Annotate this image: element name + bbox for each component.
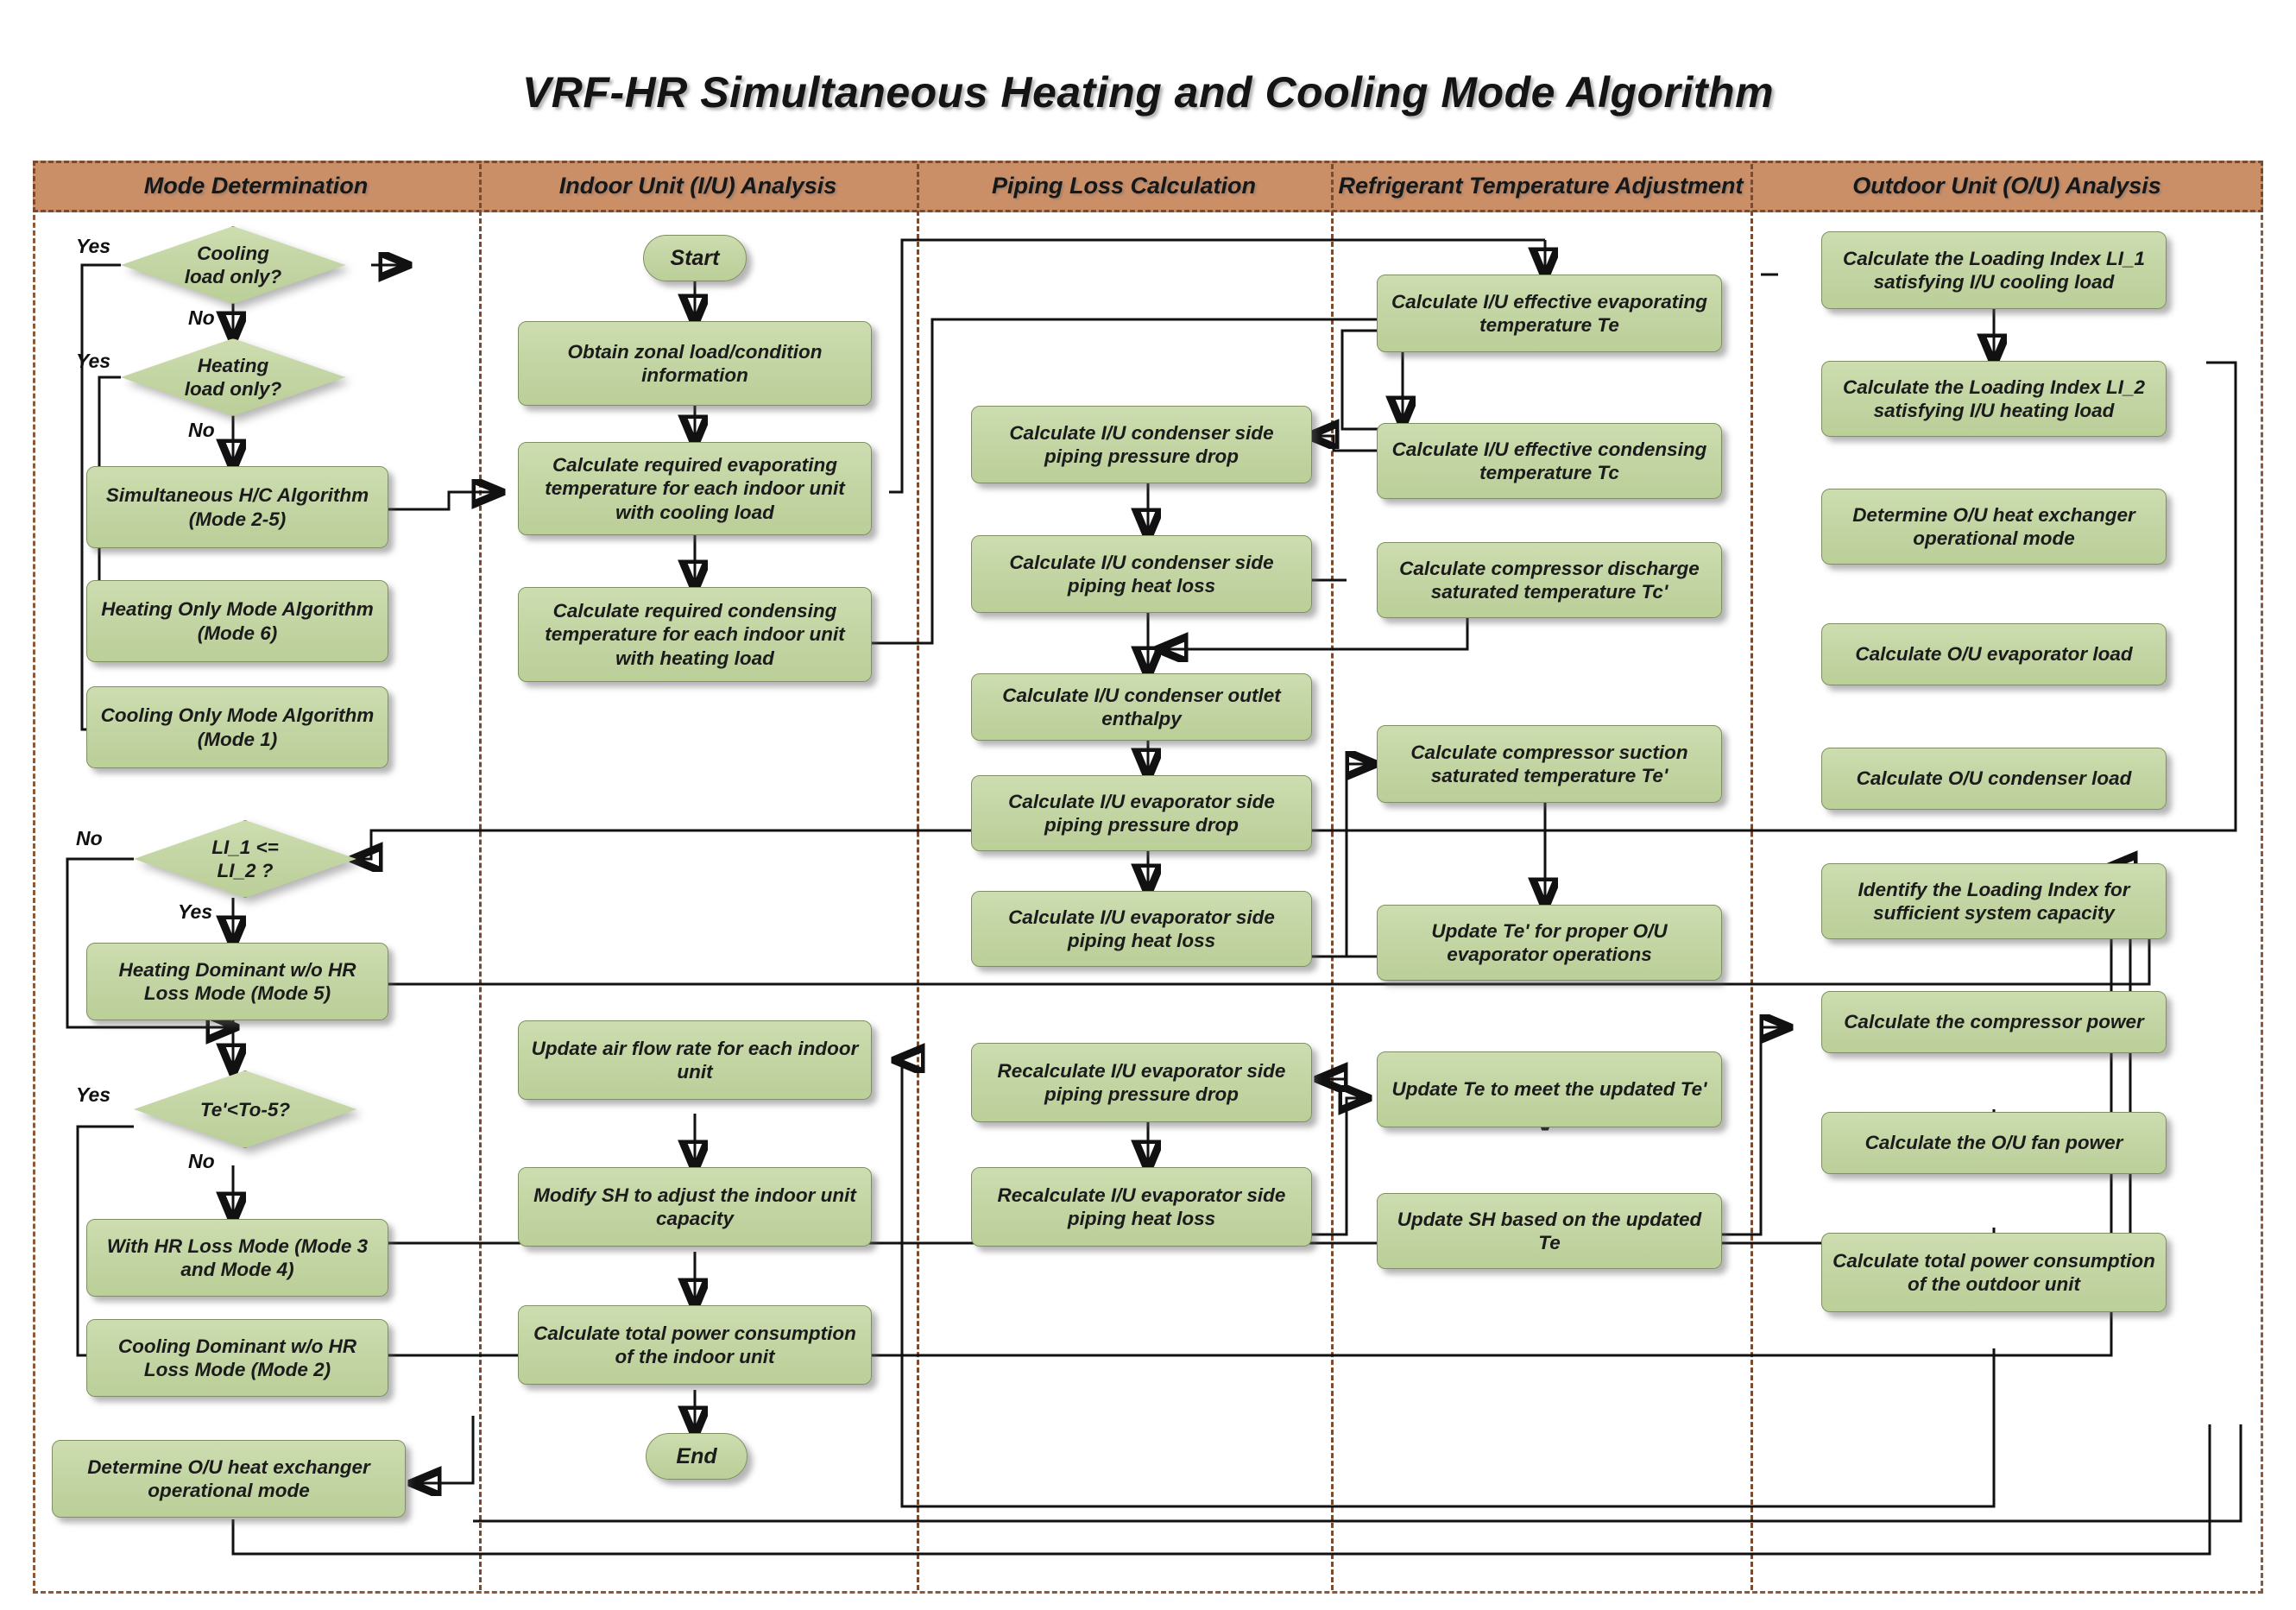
node-update-sh-based-on-te[interactable]: Update SH based on the updated Te [1377,1193,1722,1269]
lane-header-outdoor-unit-analysis: Outdoor Unit (O/U) Analysis [1852,173,2161,199]
node-heating-only-mode-algorithm[interactable]: Heating Only Mode Algorithm (Mode 6) [86,580,388,662]
node-iu-evaporator-pressure-drop[interactable]: Calculate I/U evaporator side piping pre… [971,775,1312,851]
swimlane-header-row [33,161,2263,212]
node-determine-ou-hx-mode-lane1[interactable]: Determine O/U heat exchanger operational… [52,1440,406,1518]
node-obtain-zonal-load[interactable]: Obtain zonal load/condition information [518,321,872,406]
node-calc-loading-index-li1[interactable]: Calculate the Loading Index LI_1 satisfy… [1821,231,2167,309]
lane-header-mode-determination: Mode Determination [143,173,369,199]
node-calc-required-condensing-temp[interactable]: Calculate required condensing temperatur… [518,587,872,682]
node-iu-condenser-pressure-drop[interactable]: Calculate I/U condenser side piping pres… [971,406,1312,483]
node-calc-compressor-power[interactable]: Calculate the compressor power [1821,991,2167,1053]
node-heating-dominant-wo-hr-loss[interactable]: Heating Dominant w/o HR Loss Mode (Mode … [86,943,388,1020]
decision-te-lt-to-minus-5[interactable]: Te'<To-5? [134,1070,356,1148]
node-calc-ou-fan-power[interactable]: Calculate the O/U fan power [1821,1112,2167,1174]
node-calc-total-power-indoor[interactable]: Calculate total power consumption of the… [518,1305,872,1385]
lane-divider-2 [917,164,919,1590]
node-calc-loading-index-li2[interactable]: Calculate the Loading Index LI_2 satisfy… [1821,361,2167,437]
edge-label-yes-heating: Yes [76,350,111,372]
node-calc-ou-evaporator-load[interactable]: Calculate O/U evaporator load [1821,623,2167,685]
node-identify-loading-index-capacity[interactable]: Identify the Loading Index for sufficien… [1821,863,2167,939]
node-calc-compressor-discharge-tc[interactable]: Calculate compressor discharge saturated… [1377,542,1722,618]
edge-label-yes-cooling: Yes [76,235,111,257]
node-cooling-only-mode-algorithm[interactable]: Cooling Only Mode Algorithm (Mode 1) [86,686,388,768]
lane-divider-3 [1331,164,1334,1590]
node-cooling-dominant-wo-hr-loss[interactable]: Cooling Dominant w/o HR Loss Mode (Mode … [86,1319,388,1397]
page-title: VRF-HR Simultaneous Heating and Cooling … [521,68,1775,117]
node-update-te-prime-for-ou[interactable]: Update Te' for proper O/U evaporator ope… [1377,905,1722,981]
lane-divider-4 [1750,164,1753,1590]
node-calc-total-power-outdoor[interactable]: Calculate total power consumption of the… [1821,1233,2167,1312]
node-end[interactable]: End [646,1433,747,1480]
edge-label-no-heating: No [188,419,215,441]
node-iu-evaporator-heat-loss[interactable]: Calculate I/U evaporator side piping hea… [971,891,1312,967]
node-update-air-flow-rate[interactable]: Update air flow rate for each indoor uni… [518,1020,872,1100]
lane-header-refrigerant-temperature-adjustment: Refrigerant Temperature Adjustment [1338,173,1744,199]
node-simultaneous-hc-algorithm[interactable]: Simultaneous H/C Algorithm (Mode 2-5) [86,466,388,548]
node-with-hr-loss-mode[interactable]: With HR Loss Mode (Mode 3 and Mode 4) [86,1219,388,1297]
node-calc-iu-effective-te[interactable]: Calculate I/U effective evaporating temp… [1377,275,1722,352]
node-calc-compressor-suction-te[interactable]: Calculate compressor suction saturated t… [1377,725,1722,803]
edge-label-yes-te: Yes [76,1083,111,1106]
node-start[interactable]: Start [643,235,747,281]
node-modify-sh-adjust-capacity[interactable]: Modify SH to adjust the indoor unit capa… [518,1167,872,1247]
node-recalc-iu-evaporator-pressure-drop[interactable]: Recalculate I/U evaporator side piping p… [971,1043,1312,1122]
lane-header-piping-loss-calculation: Piping Loss Calculation [991,173,1257,199]
node-update-te-to-meet-te-prime[interactable]: Update Te to meet the updated Te' [1377,1051,1722,1127]
node-determine-ou-hx-mode-lane5[interactable]: Determine O/U heat exchanger operational… [1821,489,2167,565]
edge-label-no-te: No [188,1150,215,1172]
node-calc-required-evaporating-temp[interactable]: Calculate required evaporating temperatu… [518,442,872,535]
node-iu-condenser-outlet-enthalpy[interactable]: Calculate I/U condenser outlet enthalpy [971,673,1312,741]
decision-label: LI_1 <=LI_2 ? [211,837,279,881]
decision-li1-le-li2[interactable]: LI_1 <=LI_2 ? [134,820,356,898]
node-calc-ou-condenser-load[interactable]: Calculate O/U condenser load [1821,748,2167,810]
node-recalc-iu-evaporator-heat-loss[interactable]: Recalculate I/U evaporator side piping h… [971,1167,1312,1247]
edge-label-no-cooling: No [188,306,215,329]
edge-label-no-li: No [76,827,103,849]
decision-label: Te'<To-5? [199,1098,291,1121]
lane-divider-1 [479,164,482,1590]
edge-label-yes-li: Yes [178,900,213,923]
lane-header-indoor-unit-analysis: Indoor Unit (I/U) Analysis [558,173,837,199]
node-iu-condenser-heat-loss[interactable]: Calculate I/U condenser side piping heat… [971,535,1312,613]
node-calc-iu-effective-tc[interactable]: Calculate I/U effective condensing tempe… [1377,423,1722,499]
